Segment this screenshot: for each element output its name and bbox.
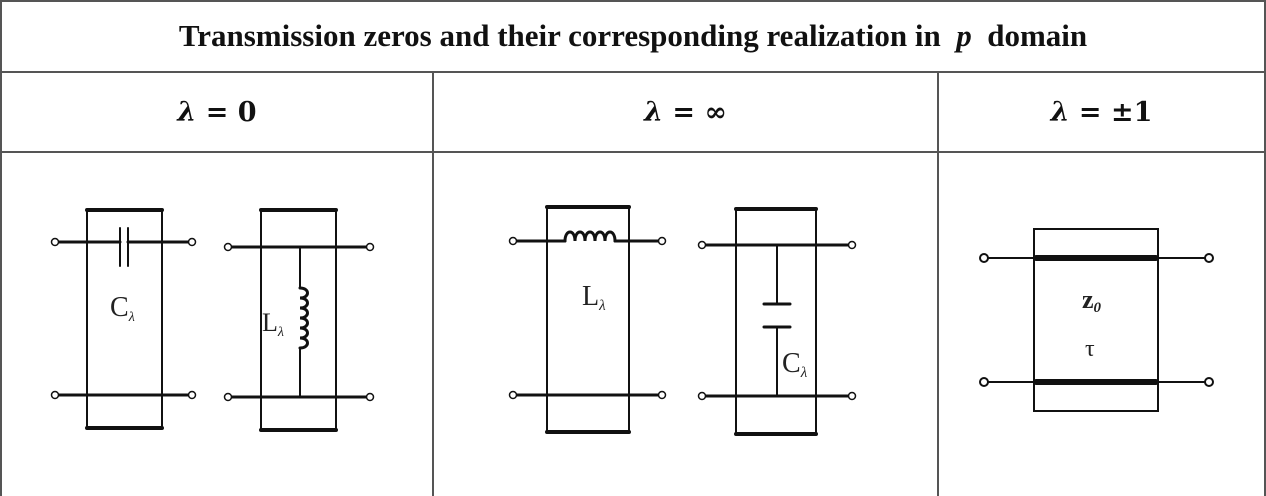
port-terminal [50, 390, 60, 400]
header-relation: = [663, 96, 705, 128]
series-capacitor-circuit [50, 208, 197, 430]
port-terminal [697, 240, 707, 250]
header-lambda-plus-minus-one: λ = ±1 [939, 72, 1264, 152]
port-terminal [223, 242, 233, 252]
header-relation: = [1069, 96, 1111, 128]
header-value: 0 [237, 96, 257, 128]
transmission-line-circuit [979, 228, 1214, 412]
header-symbol: λ [177, 96, 197, 128]
border-left [0, 0, 2, 496]
header-relation: = [196, 96, 238, 128]
port-terminal [187, 390, 197, 400]
port-terminal [657, 390, 667, 400]
port-terminal [657, 236, 667, 246]
inductor-label: Lλ [262, 308, 284, 340]
header-value: ±1 [1110, 96, 1153, 128]
port-terminal [365, 392, 375, 402]
impedance-label: z0 [1082, 285, 1102, 316]
port-terminal [1204, 377, 1214, 387]
header-symbol: λ [644, 96, 663, 128]
title-variable: p [956, 18, 972, 53]
header-lambda-infinity: λ = ∞ [434, 72, 937, 152]
title-prefix: Transmission zeros and their correspondi… [178, 18, 949, 53]
shunt-capacitor-circuit [697, 207, 857, 436]
port-terminal [1204, 253, 1214, 263]
port-terminal [187, 237, 197, 247]
capacitor-label: Cλ [110, 292, 135, 325]
port-terminal [508, 236, 518, 246]
port-terminal [979, 377, 989, 387]
inductor-coil [563, 230, 617, 243]
port-terminal [697, 391, 707, 401]
two-port-box [1033, 228, 1159, 412]
port-terminal [847, 391, 857, 401]
header-symbol: λ [1050, 96, 1070, 128]
port-terminal [50, 237, 60, 247]
inductor-coil [298, 286, 309, 350]
divider-title [0, 71, 1266, 73]
shunt-inductor-circuit [223, 208, 375, 432]
table-title: Transmission zeros and their correspondi… [0, 0, 1266, 72]
title-suffix: domain [979, 18, 1088, 53]
header-lambda-zero: λ = 0 [2, 72, 432, 152]
port-terminal [979, 253, 989, 263]
two-port-box [735, 208, 817, 435]
capacitor-label: Cλ [782, 348, 808, 381]
header-value: ∞ [704, 96, 727, 128]
port-terminal [508, 390, 518, 400]
inductor-label: Lλ [582, 281, 606, 314]
port-terminal [223, 392, 233, 402]
port-terminal [365, 242, 375, 252]
series-inductor-circuit [508, 205, 667, 434]
divider-header [0, 151, 1266, 153]
border-right [1264, 0, 1266, 496]
divider-col-1 [432, 72, 434, 496]
port-terminal [847, 240, 857, 250]
delay-label: τ [1085, 336, 1095, 362]
divider-col-2 [937, 72, 939, 496]
border-top [0, 0, 1266, 2]
